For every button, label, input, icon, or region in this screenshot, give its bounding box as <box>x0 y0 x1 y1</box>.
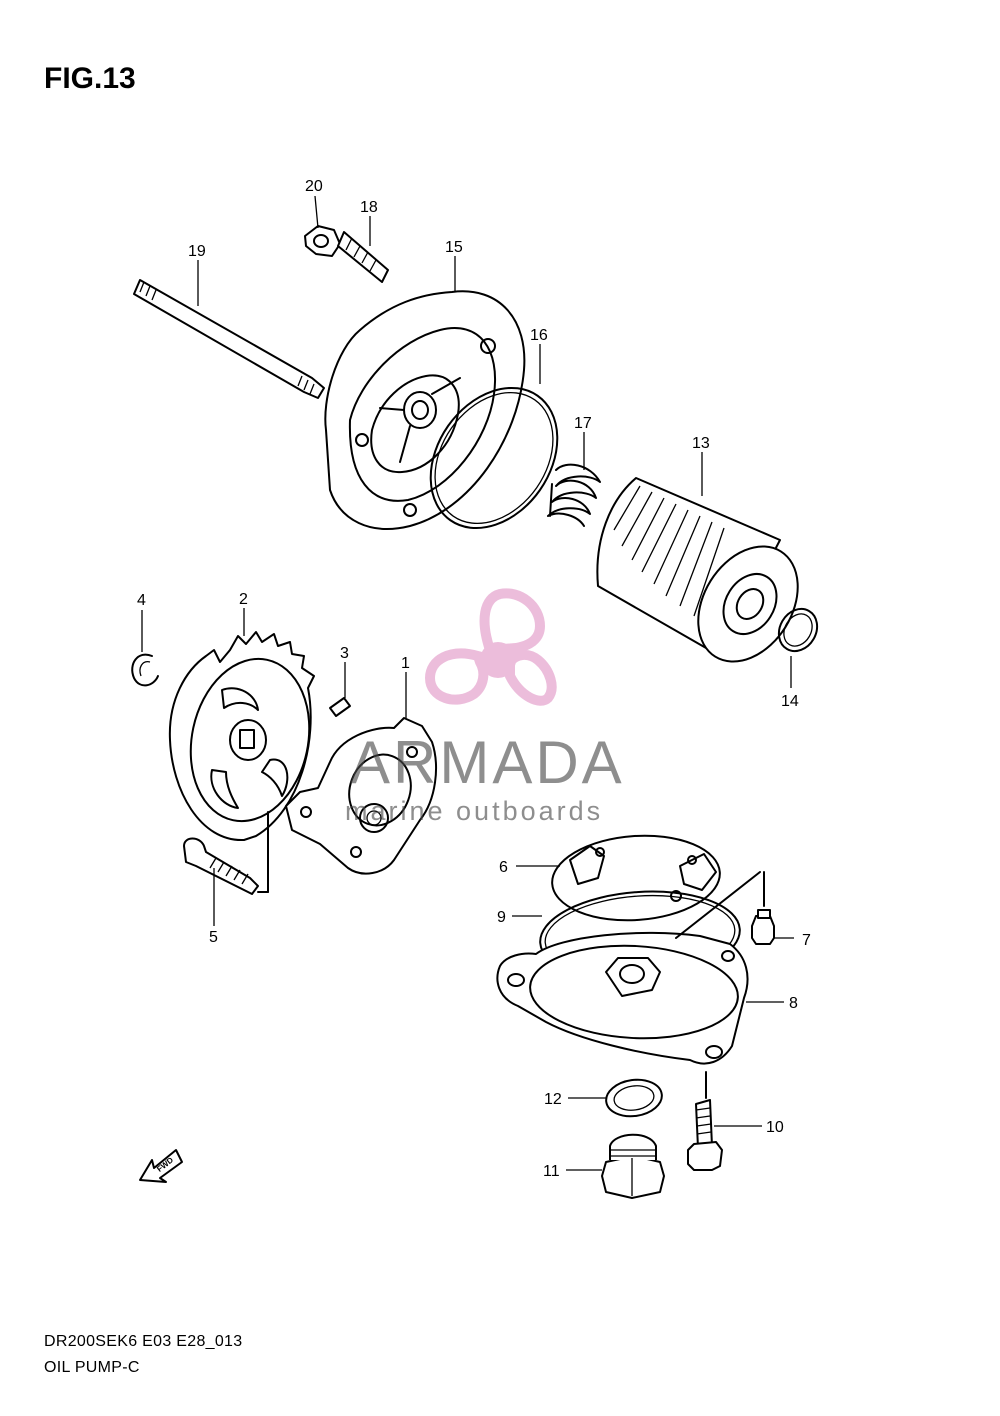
callout-6: 6 <box>499 859 508 876</box>
armada-logo-icon <box>424 588 557 706</box>
part-19-stud-bolt <box>133 279 325 399</box>
logo-blade-top <box>479 588 546 656</box>
part-18-short-stud <box>337 231 389 283</box>
callout-1: 1 <box>401 655 410 672</box>
part-13-oil-filter <box>596 477 799 663</box>
part-16-o-ring <box>429 386 559 530</box>
part-7-small-bolt <box>751 871 775 945</box>
part-5-bolt <box>183 837 259 895</box>
callout-13: 13 <box>692 435 710 452</box>
part-8-cover <box>496 871 761 1065</box>
callout-4: 4 <box>137 592 146 609</box>
callout-20: 20 <box>305 178 323 195</box>
callout-7: 7 <box>802 932 811 949</box>
callout-labels: 20 18 19 15 16 17 13 14 4 2 3 1 5 6 9 7 … <box>137 178 811 1180</box>
part-10-cover-bolt <box>687 1071 723 1171</box>
part-2-drive-gear <box>168 631 315 842</box>
callout-9: 9 <box>497 909 506 926</box>
part-1-oil-pump <box>257 717 437 893</box>
callout-17: 17 <box>574 415 592 432</box>
logo-hub <box>480 642 516 678</box>
callout-19: 19 <box>188 243 206 260</box>
part-15-filter-cap <box>324 290 526 530</box>
part-17-spring <box>547 463 601 527</box>
logo-blade-right <box>505 650 557 706</box>
part-6-strainer-screen <box>551 834 721 922</box>
watermark-tagline: marine outboards <box>345 796 604 826</box>
callout-2: 2 <box>239 591 248 608</box>
footer-section-name: OIL PUMP-C <box>44 1359 140 1376</box>
part-20-nut <box>304 225 341 257</box>
callout-14: 14 <box>781 693 799 710</box>
leader-lines <box>141 195 794 1171</box>
callout-8: 8 <box>789 995 798 1012</box>
fwd-arrow: FWD <box>139 1149 183 1183</box>
callout-15: 15 <box>445 239 463 256</box>
callout-5: 5 <box>209 929 218 946</box>
part-11-drain-plug <box>601 1133 665 1199</box>
part-3-pin <box>329 697 351 717</box>
logo-blade-left <box>424 648 489 705</box>
part-4-circlip <box>131 653 159 687</box>
watermark-brand: ARMADA <box>350 729 625 796</box>
callout-10: 10 <box>766 1119 784 1136</box>
footer-model-code: DR200SEK6 E03 E28_013 <box>44 1333 243 1350</box>
callout-18: 18 <box>360 199 378 216</box>
callout-16: 16 <box>530 327 548 344</box>
part-14-small-o-ring <box>777 607 819 653</box>
figure-title: FIG.13 <box>44 62 136 95</box>
callout-12: 12 <box>544 1091 562 1108</box>
callout-11: 11 <box>543 1163 560 1180</box>
part-12-washer <box>605 1078 663 1118</box>
callout-3: 3 <box>340 645 349 662</box>
